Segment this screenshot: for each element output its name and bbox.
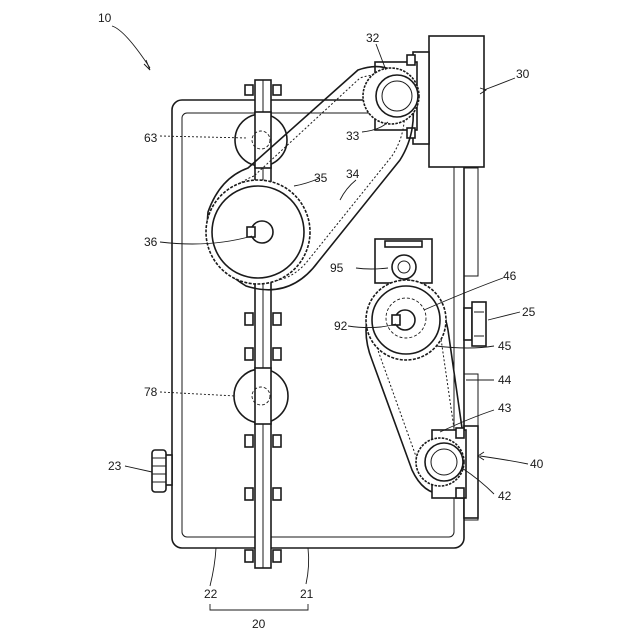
lower-pulley [416,438,464,486]
label-32: 32 [366,31,380,45]
label-42: 42 [498,489,512,503]
label-44: 44 [498,373,512,387]
lower-gear [366,280,446,360]
label-92: 92 [334,319,348,333]
knob [152,450,172,492]
housing-right-flange-upper [464,168,478,276]
upper-pulley [363,68,419,124]
label-63: 63 [144,131,158,145]
label-45: 45 [498,339,512,353]
label-43: 43 [498,401,512,415]
label-20: 20 [252,617,266,631]
label-95: 95 [330,261,344,275]
side-bolt [464,302,486,346]
driven-gear [206,180,310,284]
label-40: 40 [530,457,544,471]
label-30: 30 [516,67,530,81]
label-34: 34 [346,167,360,181]
upper-motor-body [429,36,484,167]
label-35: 35 [314,171,328,185]
label-78: 78 [144,385,158,399]
label-46: 46 [503,269,517,283]
label-36: 36 [144,235,158,249]
label-33: 33 [346,129,360,143]
label-21: 21 [300,587,314,601]
label-10: 10 [98,11,112,25]
sensor [375,239,432,283]
label-23: 23 [108,459,122,473]
label-25: 25 [522,305,536,319]
lower-hub [234,368,288,424]
label-22: 22 [204,587,218,601]
